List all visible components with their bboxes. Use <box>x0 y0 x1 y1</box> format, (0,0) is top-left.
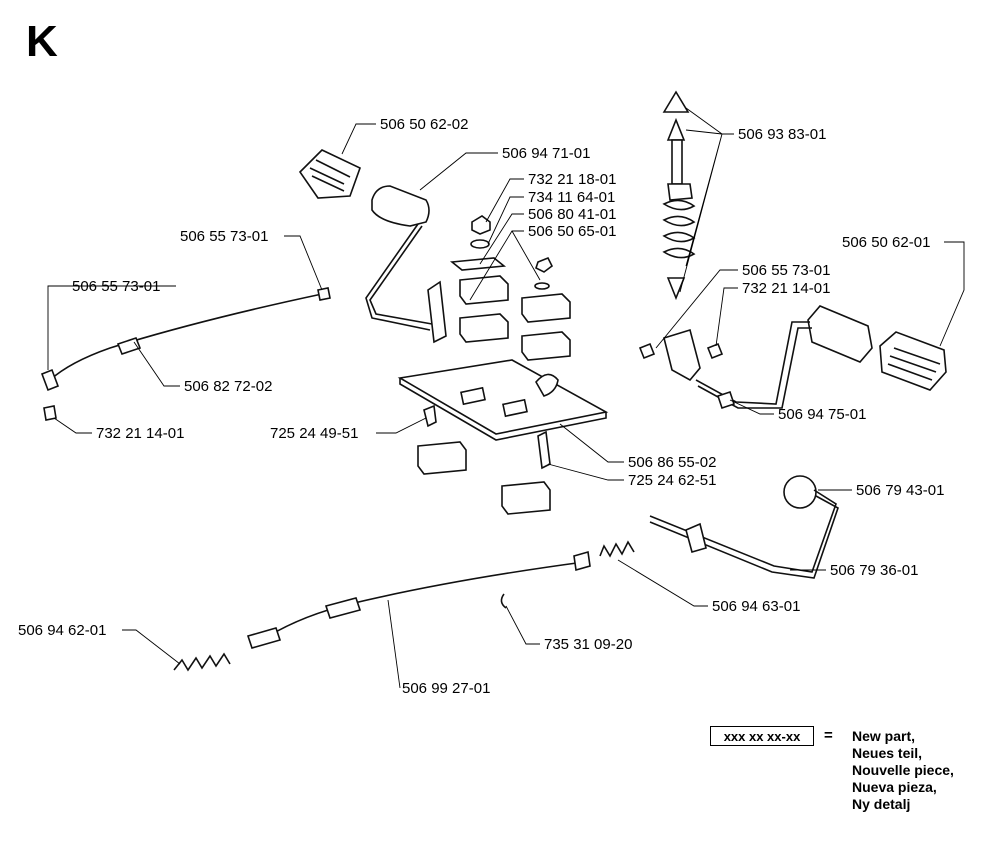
knob <box>649 475 839 579</box>
label-506-80-41-01: 506 80 41-01 <box>528 206 616 223</box>
spring <box>662 90 696 301</box>
legend-line-sv: Ny detalj <box>852 796 911 812</box>
label-506-99-27-01: 506 99 27-01 <box>402 680 490 697</box>
label-506-55-73-01-b: 506 55 73-01 <box>72 278 160 295</box>
legend-line-de: Neues teil, <box>852 745 923 761</box>
label-506-93-83-01: 506 93 83-01 <box>738 126 826 143</box>
legend-equals: = <box>824 727 833 744</box>
label-734-11-64-01: 734 11 64-01 <box>528 189 615 206</box>
label-732-21-14-01-a: 732 21 14-01 <box>742 280 830 297</box>
cable-left <box>40 287 331 421</box>
label-732-21-18-01: 732 21 18-01 <box>528 171 616 188</box>
cable-bottom <box>246 550 591 649</box>
label-506-82-72-02: 506 82 72-02 <box>184 378 272 395</box>
label-732-21-14-01-b: 732 21 14-01 <box>96 425 184 442</box>
label-506-94-63-01: 506 94 63-01 <box>712 598 800 615</box>
pedal-arm-right <box>663 321 812 410</box>
label-735-31-09-20: 735 31 09-20 <box>544 636 632 653</box>
label-506-94-75-01: 506 94 75-01 <box>778 406 866 423</box>
label-506-79-43-01: 506 79 43-01 <box>856 482 944 499</box>
leader-lines <box>47 107 965 689</box>
clamp-blocks <box>417 275 571 515</box>
legend-part-number-box: xxx xx xx-xx <box>710 726 814 746</box>
pedal-pad-left <box>298 149 430 227</box>
label-506-86-55-02: 506 86 55-02 <box>628 454 716 471</box>
springs-lower <box>173 540 635 672</box>
e-clip <box>500 593 507 609</box>
section-letter: K <box>26 17 58 66</box>
small-hardware-right <box>638 342 724 360</box>
label-506-94-71-01: 506 94 71-01 <box>502 145 590 162</box>
label-506-50-62-01: 506 50 62-01 <box>842 234 930 251</box>
legend-line-es: Nueva pieza, <box>852 779 937 795</box>
base-plate <box>397 359 609 441</box>
label-506-55-73-01-a: 506 55 73-01 <box>180 228 268 245</box>
legend-line-fr: Nouvelle piece, <box>852 762 954 778</box>
label-506-50-62-02: 506 50 62-02 <box>380 116 468 133</box>
bolts <box>423 404 551 470</box>
pedal-pad-right <box>807 305 947 391</box>
label-725-24-62-51: 725 24 62-51 <box>628 472 716 489</box>
nut-washer-stack <box>449 215 554 290</box>
label-506-79-36-01: 506 79 36-01 <box>830 562 918 579</box>
label-506-50-65-01: 506 50 65-01 <box>528 223 616 240</box>
label-506-55-73-01-c: 506 55 73-01 <box>742 262 830 279</box>
label-725-24-49-51: 725 24 49-51 <box>270 425 358 442</box>
label-506-94-62-01: 506 94 62-01 <box>18 622 106 639</box>
legend-line-en: New part, <box>852 728 916 744</box>
legend-translations: New part, Neues teil, Nouvelle piece, Nu… <box>852 728 954 813</box>
pedal-arm <box>365 223 447 344</box>
part-labels: 506 50 62-02 506 94 71-01 506 93 83-01 7… <box>18 116 944 697</box>
